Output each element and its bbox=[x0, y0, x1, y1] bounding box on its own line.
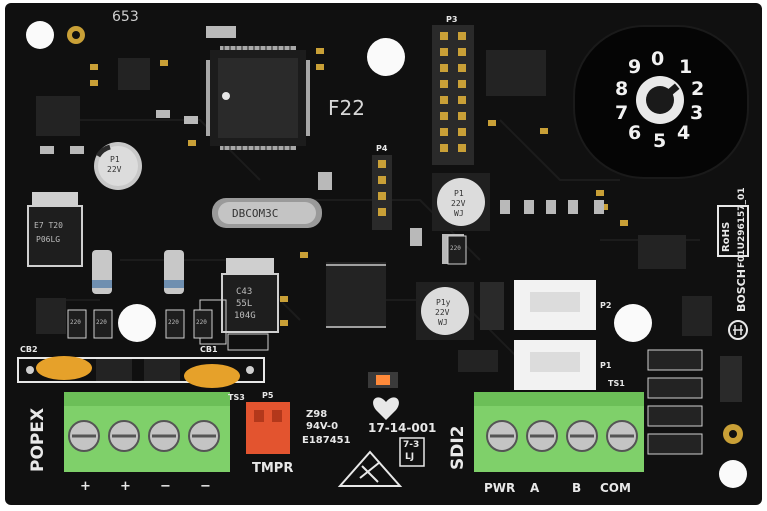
bosch-logo-icon bbox=[728, 320, 748, 340]
breaker-cb1 bbox=[184, 364, 240, 388]
cap-3-marking-a: P1y bbox=[436, 298, 451, 307]
resistor-2-marking: 220 bbox=[96, 319, 107, 326]
cap-1-marking-b: 22V bbox=[107, 165, 122, 174]
dial-digit-0: 0 bbox=[651, 48, 665, 70]
label-cb2: CB2 bbox=[20, 345, 38, 354]
capacitor-1 bbox=[94, 142, 142, 190]
mounting-hole-left bbox=[118, 304, 156, 342]
dial-digit-7: 7 bbox=[615, 102, 629, 124]
crystal-oscillator bbox=[212, 198, 322, 228]
date-code: 17-14-001 bbox=[368, 421, 437, 435]
mounting-hole-bottom-right bbox=[719, 460, 747, 488]
cert-94v0: 94V-0 bbox=[306, 421, 339, 432]
pin-header-p4 bbox=[372, 155, 392, 230]
tamper-jumper bbox=[246, 402, 290, 454]
regulator-2-marking-a: E7 T20 bbox=[34, 221, 63, 230]
label-p5: P5 bbox=[262, 391, 274, 400]
label-com: COM bbox=[600, 481, 631, 495]
dial-digit-8: 8 bbox=[615, 78, 629, 100]
mounting-hole-right bbox=[614, 304, 652, 342]
label-pwr: PWR bbox=[484, 481, 516, 495]
label-rohs: RoHS bbox=[721, 221, 732, 252]
handwritten-marking-1: 653 bbox=[112, 9, 139, 25]
cap-2-marking-a: P1 bbox=[454, 189, 464, 198]
crystal-marking: DBCOM3C bbox=[232, 207, 279, 220]
mounting-hole-top-center bbox=[367, 38, 405, 76]
label-popex: POPEX bbox=[28, 407, 48, 472]
regulator-1-marking-c: 104G bbox=[234, 311, 256, 321]
resistor-3-marking: 220 bbox=[168, 319, 179, 326]
label-brand: BOSCH bbox=[735, 269, 748, 312]
cert-box-line-2: LJ bbox=[405, 452, 415, 462]
label-ts1: TS1 bbox=[608, 379, 625, 388]
handwritten-marking-2: F22 bbox=[328, 96, 365, 120]
terminal-block-ts1 bbox=[474, 392, 644, 472]
resistor-5-marking: 220 bbox=[450, 245, 461, 252]
regulator-1-marking-b: 55L bbox=[236, 299, 253, 309]
cap-2-marking-c: WJ bbox=[454, 209, 464, 218]
soic-chips bbox=[36, 50, 712, 336]
dial-digit-1: 1 bbox=[679, 56, 693, 78]
resistor-row bbox=[67, 235, 467, 339]
cert-e-number: E187451 bbox=[302, 435, 351, 446]
connector-p1 bbox=[514, 340, 596, 390]
microcontroller-chip bbox=[206, 46, 310, 150]
heart-mark bbox=[373, 397, 399, 420]
cert-box-line-1: 7-3 bbox=[403, 440, 420, 450]
dial-digit-6: 6 bbox=[628, 122, 642, 144]
label-minus-2: − bbox=[200, 479, 211, 494]
mounting-hole-top-left bbox=[26, 21, 54, 49]
rotary-switch bbox=[573, 25, 749, 179]
pin-header-p3 bbox=[432, 25, 474, 165]
label-tmpr: TMPR bbox=[252, 461, 294, 476]
label-cb1: CB1 bbox=[200, 345, 218, 354]
label-plus-1: + bbox=[80, 479, 91, 494]
resistor-1-marking: 220 bbox=[70, 319, 81, 326]
connector-p2 bbox=[514, 280, 596, 330]
cb-outline bbox=[17, 357, 265, 383]
label-p4: P4 bbox=[376, 144, 388, 153]
cap-2-marking-b: 22V bbox=[451, 199, 466, 208]
capacitor-2 bbox=[432, 173, 490, 231]
resistor-4-marking: 220 bbox=[196, 319, 207, 326]
terminal-block-ts3 bbox=[64, 392, 230, 472]
label-b: B bbox=[572, 481, 582, 495]
voltage-regulator-1 bbox=[199, 258, 279, 351]
diodes bbox=[92, 250, 742, 402]
esd-warning-symbol bbox=[337, 450, 403, 487]
label-plus-2: + bbox=[120, 479, 131, 494]
rohs-box bbox=[717, 205, 749, 257]
cap-1-marking-a: P1 bbox=[110, 155, 120, 164]
label-a: A bbox=[530, 481, 540, 495]
breaker-cb2 bbox=[36, 356, 92, 380]
regulator-2-marking-b: P06LG bbox=[36, 235, 61, 244]
label-ts3: TS3 bbox=[228, 393, 245, 402]
regulator-1-marking-a: C43 bbox=[236, 287, 253, 297]
label-sdi2: SDI2 bbox=[448, 425, 468, 470]
cert-box bbox=[399, 437, 425, 467]
label-p3: P3 bbox=[446, 15, 458, 24]
label-p2: P2 bbox=[600, 301, 612, 310]
capacitor-3 bbox=[416, 282, 474, 340]
dial-digit-4: 4 bbox=[677, 122, 691, 144]
cert-z98: Z98 bbox=[306, 409, 328, 420]
dial-digit-2: 2 bbox=[691, 78, 705, 100]
cap-3-marking-c: WJ bbox=[438, 318, 448, 327]
tvs-array bbox=[647, 349, 703, 455]
voltage-regulator-2 bbox=[27, 192, 83, 267]
dial-digit-3: 3 bbox=[690, 102, 704, 124]
dial-digit-5: 5 bbox=[653, 130, 667, 152]
cap-3-marking-b: 22V bbox=[435, 308, 450, 317]
label-part-number: F01U296157_01 bbox=[737, 187, 747, 268]
dial-digit-9: 9 bbox=[628, 56, 642, 78]
label-minus-1: − bbox=[160, 479, 171, 494]
label-p1: P1 bbox=[600, 361, 612, 370]
